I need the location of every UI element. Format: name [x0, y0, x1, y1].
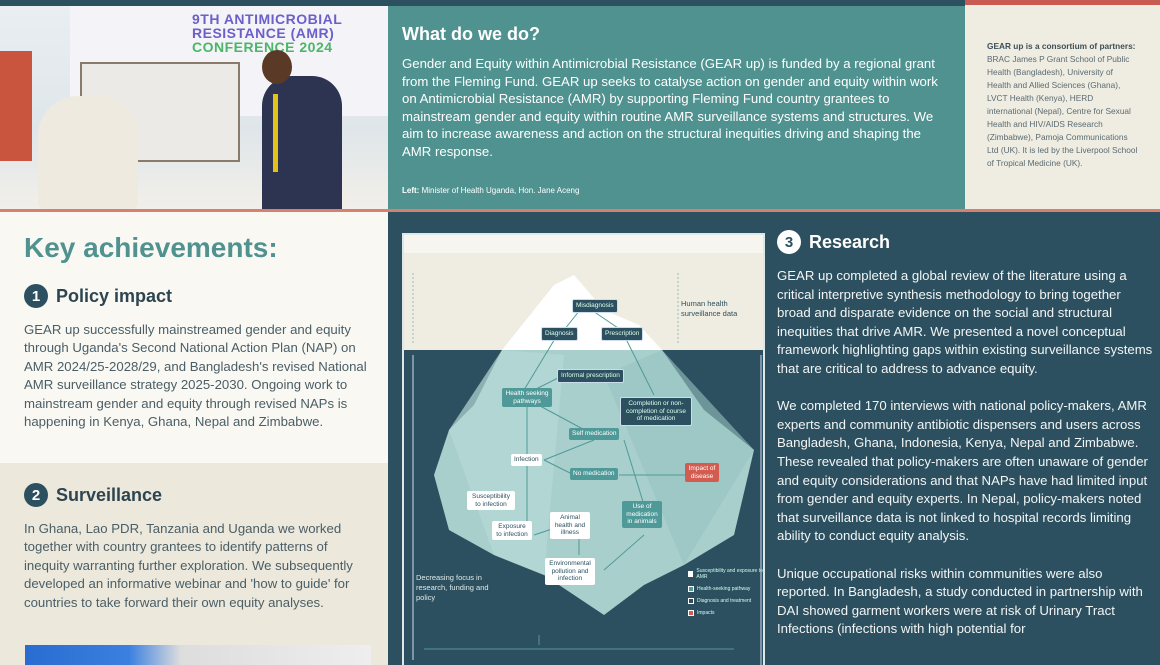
legend-item: Health-seeking pathway: [688, 586, 763, 592]
section-title: Policy impact: [56, 285, 173, 306]
legend-label: Health-seeking pathway: [697, 586, 751, 592]
top-bar: [0, 0, 1160, 6]
banner-line: 9TH ANTIMICROBIAL: [192, 11, 343, 27]
node-misdiagnosis: Misdiagnosis: [572, 299, 618, 313]
section-body: GEAR up successfully mainstreamed gender…: [24, 322, 367, 430]
legend-label: Susceptibility and exposure to AMR: [696, 568, 763, 580]
legend-label: Diagnosis and treatment: [697, 598, 752, 604]
node-infection: Infection: [511, 454, 542, 466]
workshop-photo: [25, 645, 371, 665]
node-use-in-animals: Use of medication in animals: [622, 501, 662, 528]
section-header: 2 Surveillance: [24, 483, 370, 507]
policy-impact-section: Key achievements: 1 Policy impact GEAR u…: [0, 212, 388, 463]
yellow-tie: [273, 94, 278, 172]
node-environmental: Environmental pollution and infection: [545, 558, 595, 585]
divider: [0, 209, 1160, 212]
person-signing: [38, 96, 138, 210]
photo-caption: Left: Minister of Health Uganda, Hon. Ja…: [402, 186, 579, 195]
partners-body: BRAC James P Grant School of Public Heal…: [987, 54, 1138, 168]
research-section: 3 Research GEAR up completed a global re…: [777, 230, 1155, 657]
node-completion: Completion or non-completion of course o…: [620, 397, 692, 426]
legend-item: Susceptibility and exposure to AMR: [688, 568, 763, 580]
section-header: 3 Research: [777, 230, 1155, 254]
node-animal-health: Animal health and illness: [550, 512, 590, 539]
depth-label: Decreasing focus in research, funding an…: [416, 573, 489, 602]
achievements-title: Key achievements:: [24, 232, 278, 263]
node-diagnosis: Diagnosis: [541, 327, 578, 341]
partners-box: GEAR up is a consortium of partners: BRA…: [965, 0, 1160, 210]
person-head: [262, 50, 292, 84]
sky-band: [404, 235, 763, 253]
legend-item: Diagnosis and treatment: [688, 598, 763, 604]
node-no-medication: No medication: [570, 468, 618, 480]
section-header: 1 Policy impact: [24, 284, 370, 308]
node-prescription: Prescription: [601, 327, 644, 341]
what-we-do-body: Gender and Equity within Antimicrobial R…: [402, 56, 938, 159]
section-number: 3: [777, 230, 801, 254]
section-title: Surveillance: [56, 484, 163, 505]
node-self-medication: Self medication: [569, 428, 620, 440]
research-paragraph: Unique occupational risks within communi…: [777, 565, 1143, 637]
node-health-seeking: Health seeking pathways: [502, 388, 552, 407]
section-title: Research: [809, 231, 891, 252]
partners-title: GEAR up is a consortium of partners:: [987, 41, 1136, 51]
podium: [0, 51, 32, 161]
iceberg-diagram: Human health surveillance data Misdiagno…: [402, 233, 765, 665]
banner-line: CONFERENCE 2024: [192, 39, 333, 55]
research-paragraph: We completed 170 interviews with nationa…: [777, 398, 1148, 544]
section-number: 1: [24, 284, 48, 308]
what-we-do-panel: What do we do? Gender and Equity within …: [388, 6, 965, 210]
legend-item: Impacts: [688, 610, 763, 616]
legend-swatch: [688, 586, 694, 592]
caption-label: Left:: [402, 186, 420, 195]
legend-swatch: [688, 598, 694, 604]
node-informal-prescription: Informal prescription: [557, 369, 624, 383]
what-we-do-title: What do we do?: [402, 24, 540, 44]
conference-photo: 9TH ANTIMICROBIAL RESISTANCE (AMR) CONFE…: [0, 6, 388, 210]
legend-swatch: [688, 571, 694, 577]
diagram-legend: Susceptibility and exposure to AMR Healt…: [688, 568, 763, 622]
conference-banner: 9TH ANTIMICROBIAL RESISTANCE (AMR) CONFE…: [192, 12, 342, 54]
banner-line: RESISTANCE (AMR): [192, 25, 335, 41]
surveillance-section: 2 Surveillance In Ghana, Lao PDR, Tanzan…: [0, 463, 388, 665]
section-body: In Ghana, Lao PDR, Tanzania and Uganda w…: [24, 521, 353, 610]
node-impact-of-disease: Impact of disease: [685, 463, 719, 482]
legend-label: Impacts: [697, 610, 715, 616]
section-number: 2: [24, 483, 48, 507]
legend-swatch: [688, 610, 694, 616]
research-paragraph: GEAR up completed a global review of the…: [777, 268, 1153, 376]
sky-label: Human health surveillance data: [681, 299, 738, 318]
node-exposure: Exposure to infection: [492, 521, 532, 540]
caption-text: Minister of Health Uganda, Hon. Jane Ace…: [421, 186, 580, 195]
node-susceptibility: Susceptibility to infection: [467, 491, 515, 510]
